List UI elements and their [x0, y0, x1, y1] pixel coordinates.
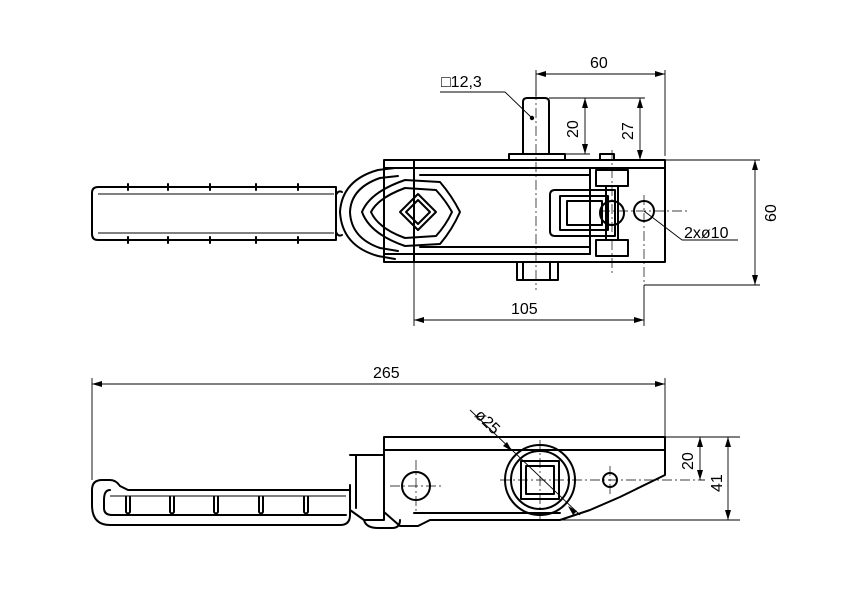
side-dimensions: 265 ø25 20 41	[91, 365, 740, 521]
dim-diameter-25: ø25	[471, 407, 503, 438]
dim-shaft-27: 27	[620, 122, 637, 140]
dim-overall-length: 265	[373, 365, 400, 382]
dim-height-60: 60	[763, 204, 780, 222]
dim-width-105: 105	[511, 301, 538, 318]
dim-shaft-20: 20	[565, 120, 582, 138]
top-body	[383, 97, 666, 281]
dim-side-41: 41	[709, 474, 726, 492]
dim-top-width: 60	[590, 55, 608, 72]
dim-side-20: 20	[680, 452, 697, 470]
top-view	[91, 90, 690, 290]
top-dimensions: □12,3 60 20 27 60 2xø10	[413, 55, 780, 326]
handle-ribs-top	[127, 183, 299, 244]
toggle-link	[549, 153, 655, 257]
clevis	[335, 167, 461, 260]
handle-slots	[125, 496, 309, 515]
dim-square-shaft: □12,3	[441, 74, 482, 91]
side-view	[91, 436, 700, 529]
side-housing	[383, 436, 666, 527]
side-handle	[91, 454, 401, 529]
top-handle	[91, 183, 337, 244]
dim-holes: 2xø10	[684, 225, 729, 242]
